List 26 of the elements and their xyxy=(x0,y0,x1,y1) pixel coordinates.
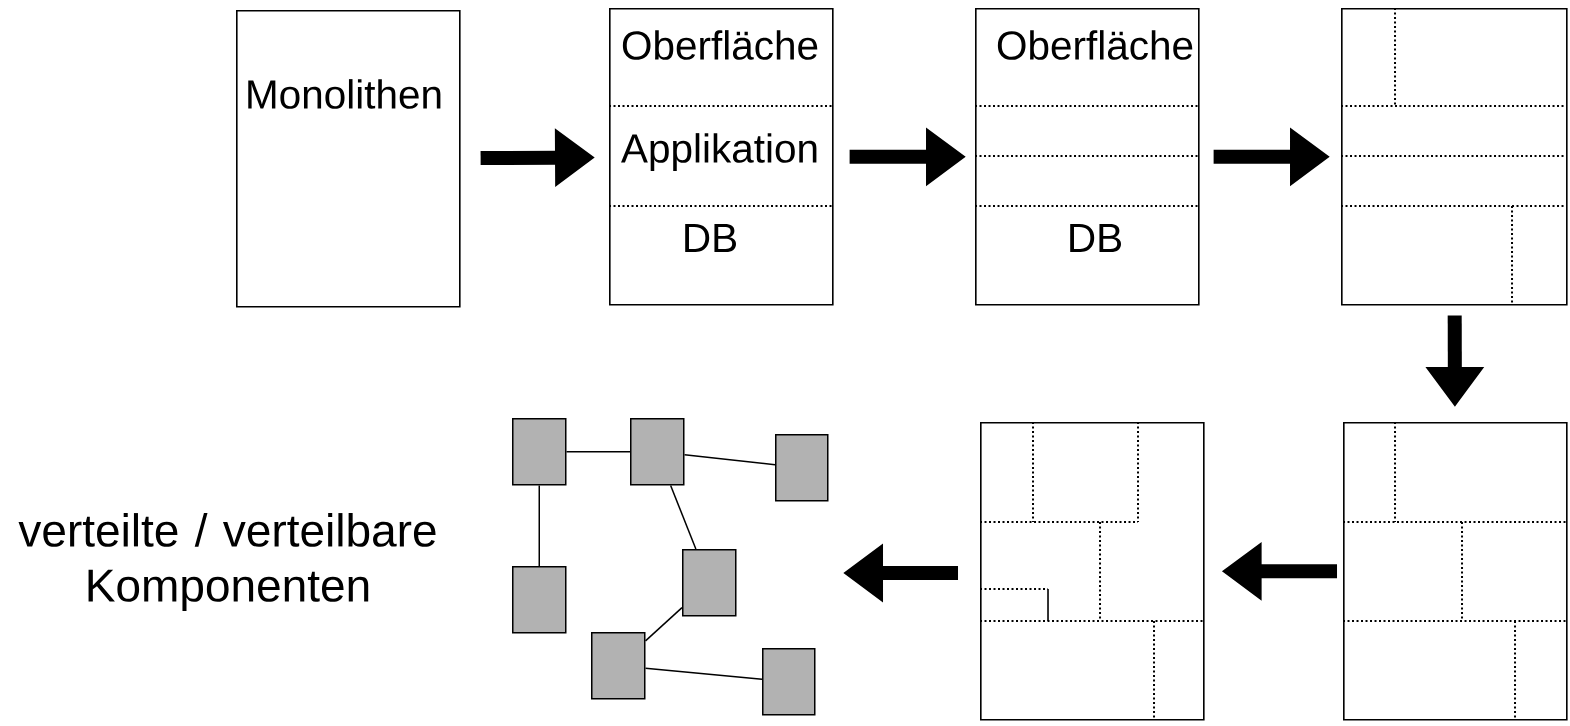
box-label: Monolithen xyxy=(248,79,441,109)
box-label: Applikation xyxy=(621,133,817,171)
component-box xyxy=(591,632,646,700)
connector-line xyxy=(683,454,776,466)
layer-box xyxy=(1343,422,1568,721)
connector-line xyxy=(538,484,540,567)
box-label: Oberfläche xyxy=(997,30,1193,60)
connector-line xyxy=(669,484,697,550)
connector-line xyxy=(644,667,763,680)
component-box xyxy=(630,418,685,486)
box-label: DB xyxy=(685,224,736,252)
layer-box xyxy=(980,422,1205,721)
caption-text: verteilte / verteilbare Komponenten xyxy=(18,513,436,611)
box-label: DB xyxy=(1070,224,1121,252)
component-box xyxy=(775,434,829,502)
text-box xyxy=(609,8,834,306)
connector-line xyxy=(644,606,683,642)
layer-box xyxy=(1341,8,1568,306)
component-box xyxy=(762,648,816,716)
text-box xyxy=(236,10,461,308)
box-label: Oberfläche xyxy=(622,30,818,60)
text-box xyxy=(975,8,1200,306)
component-box xyxy=(512,418,567,486)
component-box xyxy=(682,549,737,617)
connector-line xyxy=(565,451,631,453)
component-box xyxy=(512,566,567,634)
